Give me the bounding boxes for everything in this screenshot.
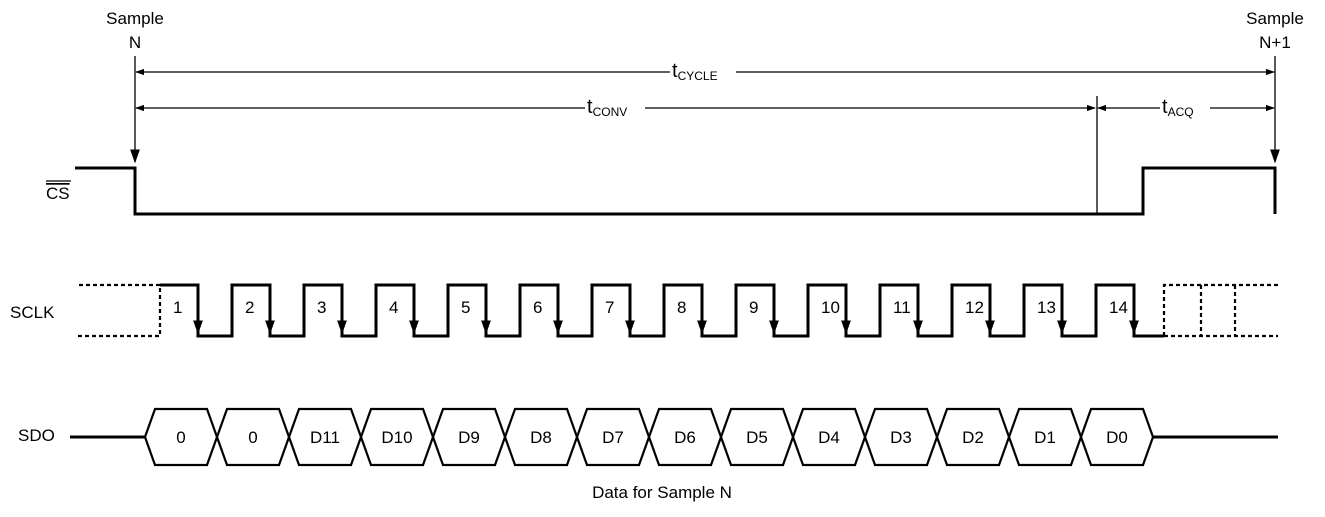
sample-n-label: Sample bbox=[106, 9, 164, 28]
sclk-pulse-number: 11 bbox=[893, 298, 911, 317]
sdo-bit-label: D2 bbox=[962, 428, 984, 447]
sclk-signal-label: SCLK bbox=[10, 303, 55, 322]
sclk-idle-lead-low bbox=[78, 285, 162, 338]
sdo-bit-label: D0 bbox=[1106, 428, 1128, 447]
cs-signal-label: CS bbox=[46, 184, 70, 203]
sclk-pulse-number: 8 bbox=[677, 298, 686, 317]
sdo-bit-label: 0 bbox=[176, 428, 185, 447]
sclk-pulse-number: 3 bbox=[317, 298, 326, 317]
tconv-label: tCONV bbox=[587, 96, 627, 119]
sclk-pulse-number: 1 bbox=[173, 298, 182, 317]
sdo-waveform: 0 0 D11 D10 D9 D8 D7 D6 D5 D4 D3 D2 D1 D0 bbox=[70, 407, 1278, 467]
sdo-bit-label: D3 bbox=[890, 428, 912, 447]
sample-n1-label: Sample bbox=[1246, 9, 1304, 28]
sclk-pulse-number: 5 bbox=[461, 298, 470, 317]
tcycle-label: tCYCLE bbox=[672, 60, 718, 83]
sclk-pulse-number: 14 bbox=[1109, 298, 1128, 317]
sdo-bit-label: D9 bbox=[458, 428, 480, 447]
sdo-bit-label: 0 bbox=[248, 428, 257, 447]
sclk-pulse-number: 7 bbox=[605, 298, 614, 317]
sclk-clock-line bbox=[160, 283, 1164, 338]
tacq-label: tACQ bbox=[1162, 96, 1194, 119]
sclk-pulse-number: 6 bbox=[533, 298, 542, 317]
sdo-bit-label: D8 bbox=[530, 428, 552, 447]
sclk-pulse-number: 12 bbox=[965, 298, 984, 317]
sdo-bit-label: D4 bbox=[818, 428, 840, 447]
sdo-signal-label: SDO bbox=[18, 426, 55, 445]
sdo-bit-cell bbox=[1079, 407, 1155, 467]
sample-n1-index: N+1 bbox=[1259, 33, 1291, 52]
sdo-bit-label: D6 bbox=[674, 428, 696, 447]
cs-waveform bbox=[75, 166, 1277, 216]
sdo-bit-label: D5 bbox=[746, 428, 768, 447]
sdo-bit-label: D10 bbox=[381, 428, 412, 447]
sclk-idle-trail-high bbox=[1162, 283, 1278, 336]
sdo-bit-label: D11 bbox=[310, 428, 340, 447]
sclk-pulse-number: 10 bbox=[821, 298, 840, 317]
sclk-pulse-number: 2 bbox=[245, 298, 254, 317]
sample-n-index: N bbox=[129, 33, 141, 52]
data-caption: Data for Sample N bbox=[592, 483, 732, 502]
sclk-pulse-number: 4 bbox=[389, 298, 398, 317]
sclk-pulse-number: 13 bbox=[1037, 298, 1056, 317]
sdo-bit-label: D7 bbox=[602, 428, 624, 447]
sdo-bit-label: D1 bbox=[1034, 428, 1056, 447]
sclk-pulse-number: 9 bbox=[749, 298, 758, 317]
